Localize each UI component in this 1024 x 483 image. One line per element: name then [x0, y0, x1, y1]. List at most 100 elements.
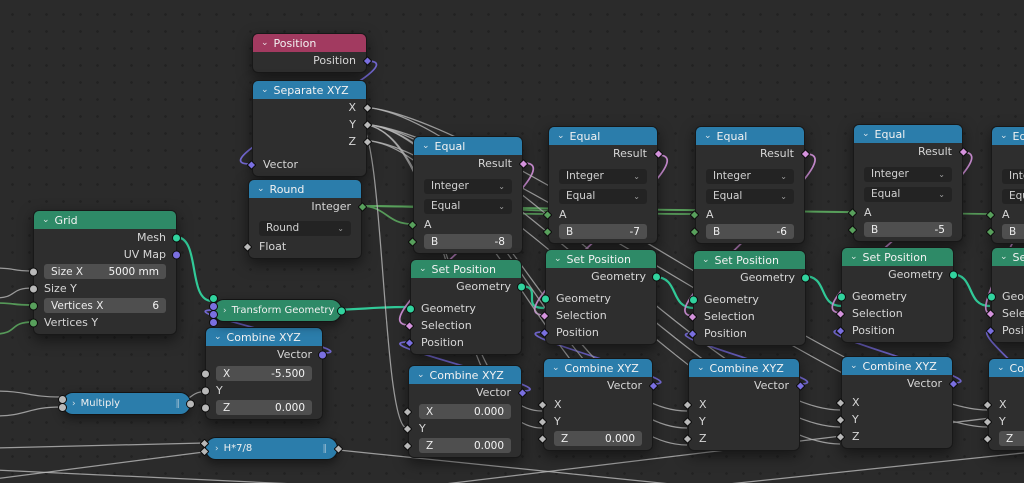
node-header[interactable]: ⌄Combine XYZ	[689, 359, 799, 377]
collapse-chevron-icon[interactable]: ⌄	[1000, 251, 1008, 262]
node-header[interactable]: ⌄Set Position	[411, 260, 521, 278]
collapse-chevron-icon[interactable]: ⌄	[697, 362, 705, 373]
socket-geometry-left[interactable]	[837, 292, 846, 301]
socket-float-right[interactable]	[186, 399, 195, 408]
collapse-chevron-icon[interactable]: ⌄	[552, 362, 560, 373]
collapse-chevron-icon[interactable]: ⌄	[261, 84, 269, 95]
node-header[interactable]: ⌄Set Position	[842, 248, 953, 266]
socket-int-left[interactable]	[29, 301, 38, 310]
dropdown-equal[interactable]: Equal⌄	[559, 188, 647, 204]
collapse-chevron-icon[interactable]: ⌄	[261, 37, 269, 48]
socket-geometry-right[interactable]	[337, 306, 346, 315]
collapse-chevron-icon[interactable]: ⌄	[417, 369, 425, 380]
node-header[interactable]: ⌄Combine XYZ	[544, 359, 652, 377]
collapse-chevron-icon[interactable]: ⌄	[419, 263, 427, 274]
node-set-position-5[interactable]: ⌄Set PositionGeometryGeometrySelectionPo…	[985, 247, 1024, 343]
value-field-z[interactable]: Z	[999, 431, 1024, 446]
collapse-chevron-icon[interactable]: ⌄	[850, 251, 858, 262]
expand-arrow-icon[interactable]: ›	[215, 443, 219, 454]
collapse-chevron-icon[interactable]: ⌄	[704, 130, 712, 141]
collapse-chevron-icon[interactable]: ⌄	[554, 253, 562, 264]
value-field-b[interactable]: B	[1002, 224, 1024, 239]
socket-geometry-right[interactable]	[172, 233, 181, 242]
node-transform-geometry[interactable]: ›Transform Geometry	[209, 294, 346, 327]
dropdown-integer[interactable]: Integer⌄	[1002, 168, 1024, 184]
collapse-chevron-icon[interactable]: ⌄	[862, 128, 870, 139]
socket-float-left[interactable]	[201, 403, 210, 412]
socket-vector-left[interactable]	[209, 318, 218, 327]
node-header[interactable]: ⌄Position	[253, 34, 366, 52]
expand-arrow-icon[interactable]: ›	[223, 305, 227, 316]
node-header[interactable]: ⌄Separate XYZ	[253, 81, 366, 99]
node-header[interactable]: ⌄Combine XYZ	[842, 357, 952, 375]
value-field-b[interactable]: B-5	[864, 222, 952, 237]
node-header[interactable]: ⌄Equal	[992, 127, 1024, 145]
expand-arrow-icon[interactable]: ›	[72, 398, 76, 409]
value-field-b[interactable]: B-8	[424, 234, 512, 249]
socket-float-left[interactable]	[29, 284, 38, 293]
collapse-chevron-icon[interactable]: ⌄	[702, 254, 710, 265]
collapse-chevron-icon[interactable]: ⌄	[997, 362, 1005, 373]
socket-vector-right[interactable]	[318, 350, 327, 359]
socket-vector-right[interactable]	[172, 250, 181, 259]
socket-float-left[interactable]	[58, 403, 67, 412]
collapse-chevron-icon[interactable]: ⌄	[257, 183, 265, 194]
socket-geometry-left[interactable]	[541, 294, 550, 303]
dropdown-integer[interactable]: Integer⌄	[706, 168, 794, 184]
node-header[interactable]: ⌄Equal	[854, 125, 962, 143]
node-header[interactable]: ⌄Equal	[549, 127, 657, 145]
dropdown-integer[interactable]: Integer⌄	[864, 166, 952, 182]
node-header[interactable]: ⌄Equal	[414, 137, 522, 155]
value-field-b[interactable]: B-6	[706, 224, 794, 239]
value-field-b[interactable]: B-7	[559, 224, 647, 239]
node-h78[interactable]: ›H*7/8‖	[199, 437, 344, 460]
node-header[interactable]: ⌄Set Position	[546, 250, 656, 268]
dropdown-equal[interactable]: Equal⌄	[864, 186, 952, 202]
node-header[interactable]: ⌄Set Position	[694, 251, 805, 269]
node-header[interactable]: ⌄Combine XYZ	[989, 359, 1024, 377]
collapse-chevron-icon[interactable]: ⌄	[42, 214, 50, 225]
value-field-x[interactable]: X-5.500	[216, 366, 312, 381]
node-multiply[interactable]: ›Multiply‖	[58, 392, 195, 415]
socket-geometry-right[interactable]	[652, 272, 661, 281]
socket-float-left[interactable]	[201, 386, 210, 395]
dropdown-round[interactable]: Round⌄	[259, 220, 351, 236]
collapse-chevron-icon[interactable]: ⌄	[1000, 130, 1008, 141]
socket-float-left[interactable]	[201, 369, 210, 378]
collapse-chevron-icon[interactable]: ⌄	[850, 360, 858, 371]
collapse-chevron-icon[interactable]: ⌄	[557, 130, 565, 141]
dropdown-equal[interactable]: Equal⌄	[1002, 188, 1024, 204]
node-header[interactable]: ⌄Combine XYZ	[409, 366, 521, 384]
socket-geometry-left[interactable]	[689, 295, 698, 304]
socket-geometry-left[interactable]	[987, 292, 996, 301]
socket-geometry-right[interactable]	[949, 270, 958, 279]
socket-geometry-right[interactable]	[801, 273, 810, 282]
socket-geometry-left[interactable]	[406, 304, 415, 313]
dropdown-integer[interactable]: Integer⌄	[559, 168, 647, 184]
collapse-chevron-icon[interactable]: ⌄	[422, 140, 430, 151]
